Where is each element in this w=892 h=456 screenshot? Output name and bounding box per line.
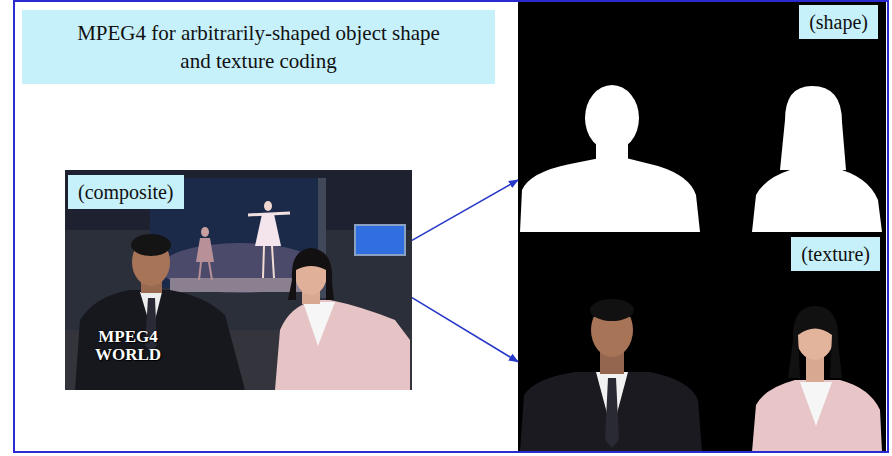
man-suit [75, 290, 245, 390]
panel-label: (texture) [791, 237, 880, 271]
man-tie [605, 378, 619, 448]
dancer-dress [255, 214, 281, 246]
dancer-leg [209, 262, 212, 280]
woman-hair [288, 248, 334, 300]
arrow-connector [412, 180, 518, 240]
woman-mask-head [780, 86, 846, 170]
panel-label: (shape) [799, 5, 878, 39]
man-hair [590, 299, 634, 321]
dancer-head [264, 201, 272, 211]
image-label: (composite) [68, 175, 184, 209]
dancer-dress [196, 238, 214, 262]
title-text: MPEG4 for arbitrarily-shaped object shap… [74, 19, 444, 76]
outer-frame [14, 1, 888, 452]
shape-masks [520, 85, 882, 232]
dancer-leg [272, 246, 274, 278]
composite-image: (composite) MPEG4 WORLD [65, 170, 412, 390]
woman-shirt [800, 382, 832, 426]
texture-figures [520, 299, 882, 452]
man-suit [520, 372, 702, 452]
monitor-screen [355, 225, 405, 255]
black-panel [518, 0, 886, 452]
overlay-caption: MPEG4 WORLD [83, 328, 173, 364]
dancer-leg [199, 262, 201, 280]
dancer-leg [263, 246, 264, 278]
man-hair [131, 234, 171, 256]
composite-photo [65, 170, 412, 390]
shape-panel: (shape) [518, 0, 886, 232]
woman-hair [788, 306, 842, 378]
title-box: MPEG4 for arbitrarily-shaped object shap… [22, 10, 495, 84]
man-mask-body [520, 158, 700, 232]
texture-panel: (texture) [518, 232, 886, 452]
woman-shirt [303, 302, 335, 346]
arrow-connector [412, 298, 518, 362]
dancer-head [201, 227, 209, 237]
woman-jacket [752, 380, 882, 452]
stage-platform [170, 278, 310, 292]
woman-jacket [275, 300, 410, 390]
woman-mask-body [752, 168, 882, 232]
studio-background [65, 170, 412, 390]
